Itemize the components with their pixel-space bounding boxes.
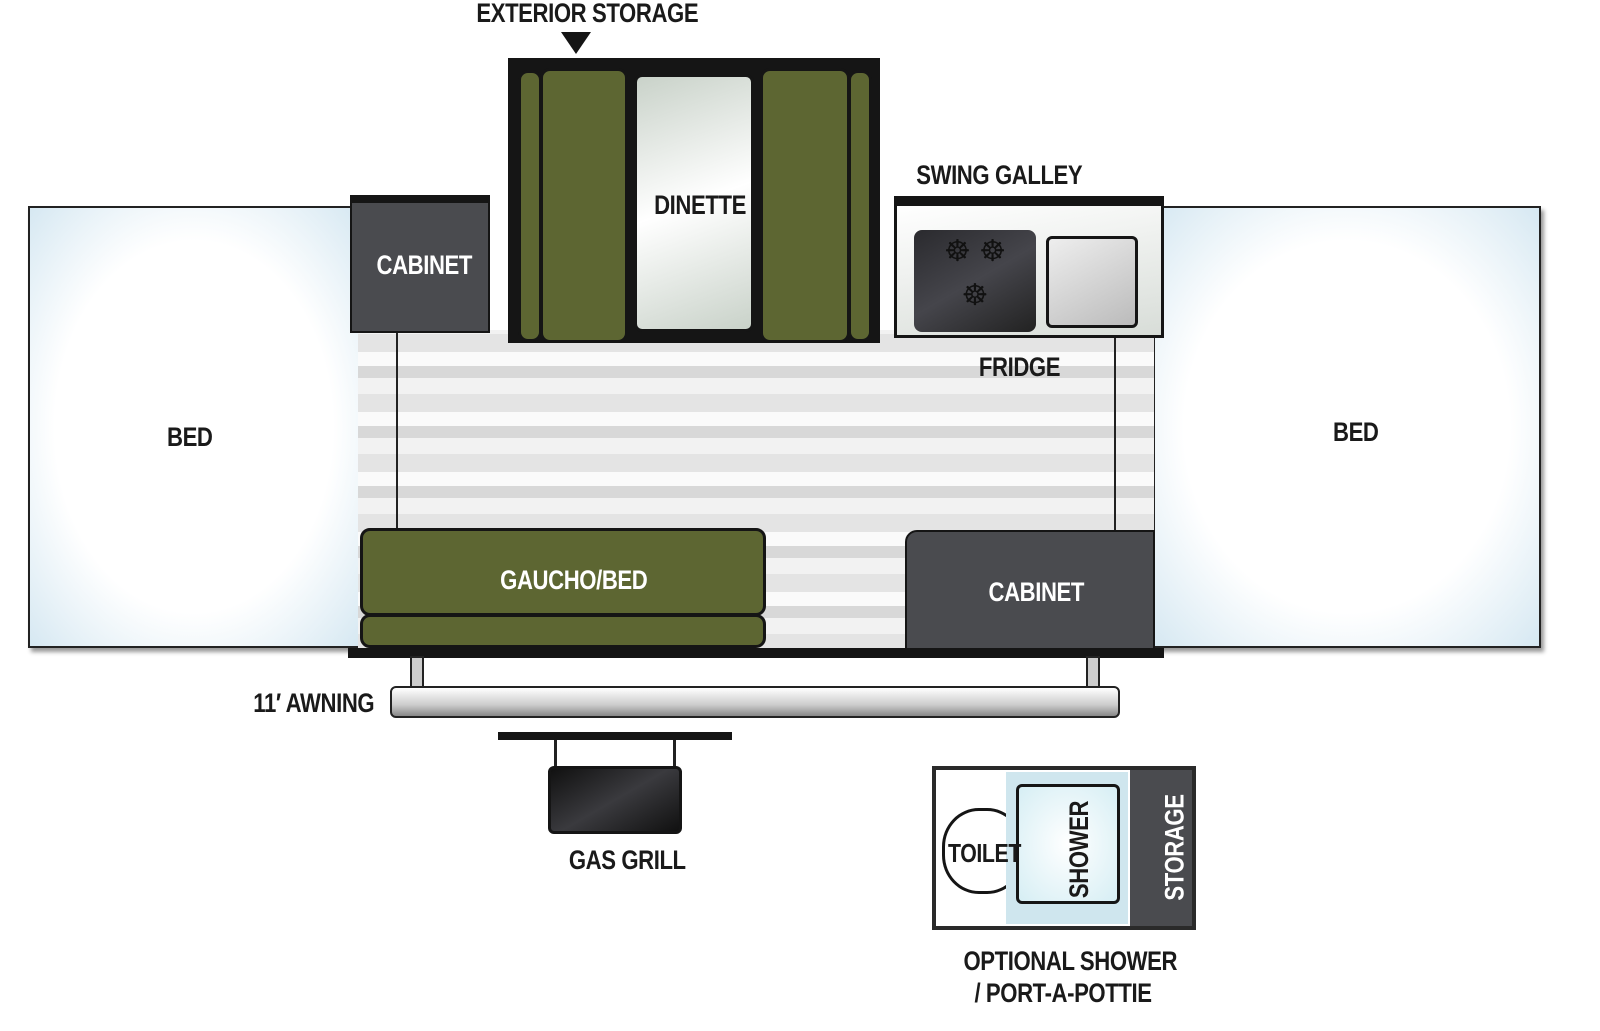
gas-grill-label: GAS GRILL xyxy=(568,845,686,875)
burner-icon: ☸ ☸☸ xyxy=(943,235,1007,312)
awning-arm-right xyxy=(1086,656,1100,688)
storage-box xyxy=(1130,770,1192,926)
bed-right-label: BED xyxy=(1332,417,1379,447)
grill-legs xyxy=(554,740,676,768)
awning-roll xyxy=(390,686,1120,718)
gaucho-seat xyxy=(360,528,766,616)
dinette-label: DINETTE xyxy=(654,190,746,220)
shower-basin xyxy=(1016,784,1120,904)
optional-label-1: OPTIONAL SHOWER xyxy=(963,946,1178,976)
dinette-bench-left xyxy=(540,68,628,343)
dinette-table xyxy=(634,74,754,332)
cabinet-bottom xyxy=(905,530,1155,650)
dinette-bench-right xyxy=(760,68,850,343)
exterior-storage-label: EXTERIOR STORAGE xyxy=(476,0,699,28)
arrow-down-icon xyxy=(561,32,591,54)
right-wall-line xyxy=(1114,335,1116,530)
cabinet-top xyxy=(350,195,490,333)
grill-bar xyxy=(498,732,732,740)
optional-label-2: / PORT-A-POTTIE xyxy=(974,978,1152,1008)
dinette-bench-right-back xyxy=(848,70,872,342)
gaucho-front xyxy=(360,614,766,648)
gas-grill xyxy=(548,766,682,834)
gaucho-label: GAUCHO/BED xyxy=(500,565,648,595)
cabinet-top-label: CABINET xyxy=(376,250,473,280)
stove: ☸ ☸☸ xyxy=(914,230,1036,332)
bed-left xyxy=(28,206,360,648)
awning-arm-left xyxy=(410,656,424,688)
left-wall-line xyxy=(396,330,398,530)
storage-label: STORAGE xyxy=(1159,794,1190,901)
bottom-wall xyxy=(348,648,1164,658)
shower-label: SHOWER xyxy=(1063,800,1094,899)
fridge-label: FRIDGE xyxy=(978,352,1061,382)
sink xyxy=(1046,236,1138,328)
swing-galley-label: SWING GALLEY xyxy=(916,160,1083,190)
cabinet-bottom-label: CABINET xyxy=(988,577,1085,607)
awning-label: 11′ AWNING xyxy=(253,688,375,718)
dinette-bench-left-back xyxy=(518,70,542,342)
bed-right xyxy=(1153,206,1541,648)
bed-left-label: BED xyxy=(166,422,213,452)
toilet-label: TOILET xyxy=(948,838,1021,868)
